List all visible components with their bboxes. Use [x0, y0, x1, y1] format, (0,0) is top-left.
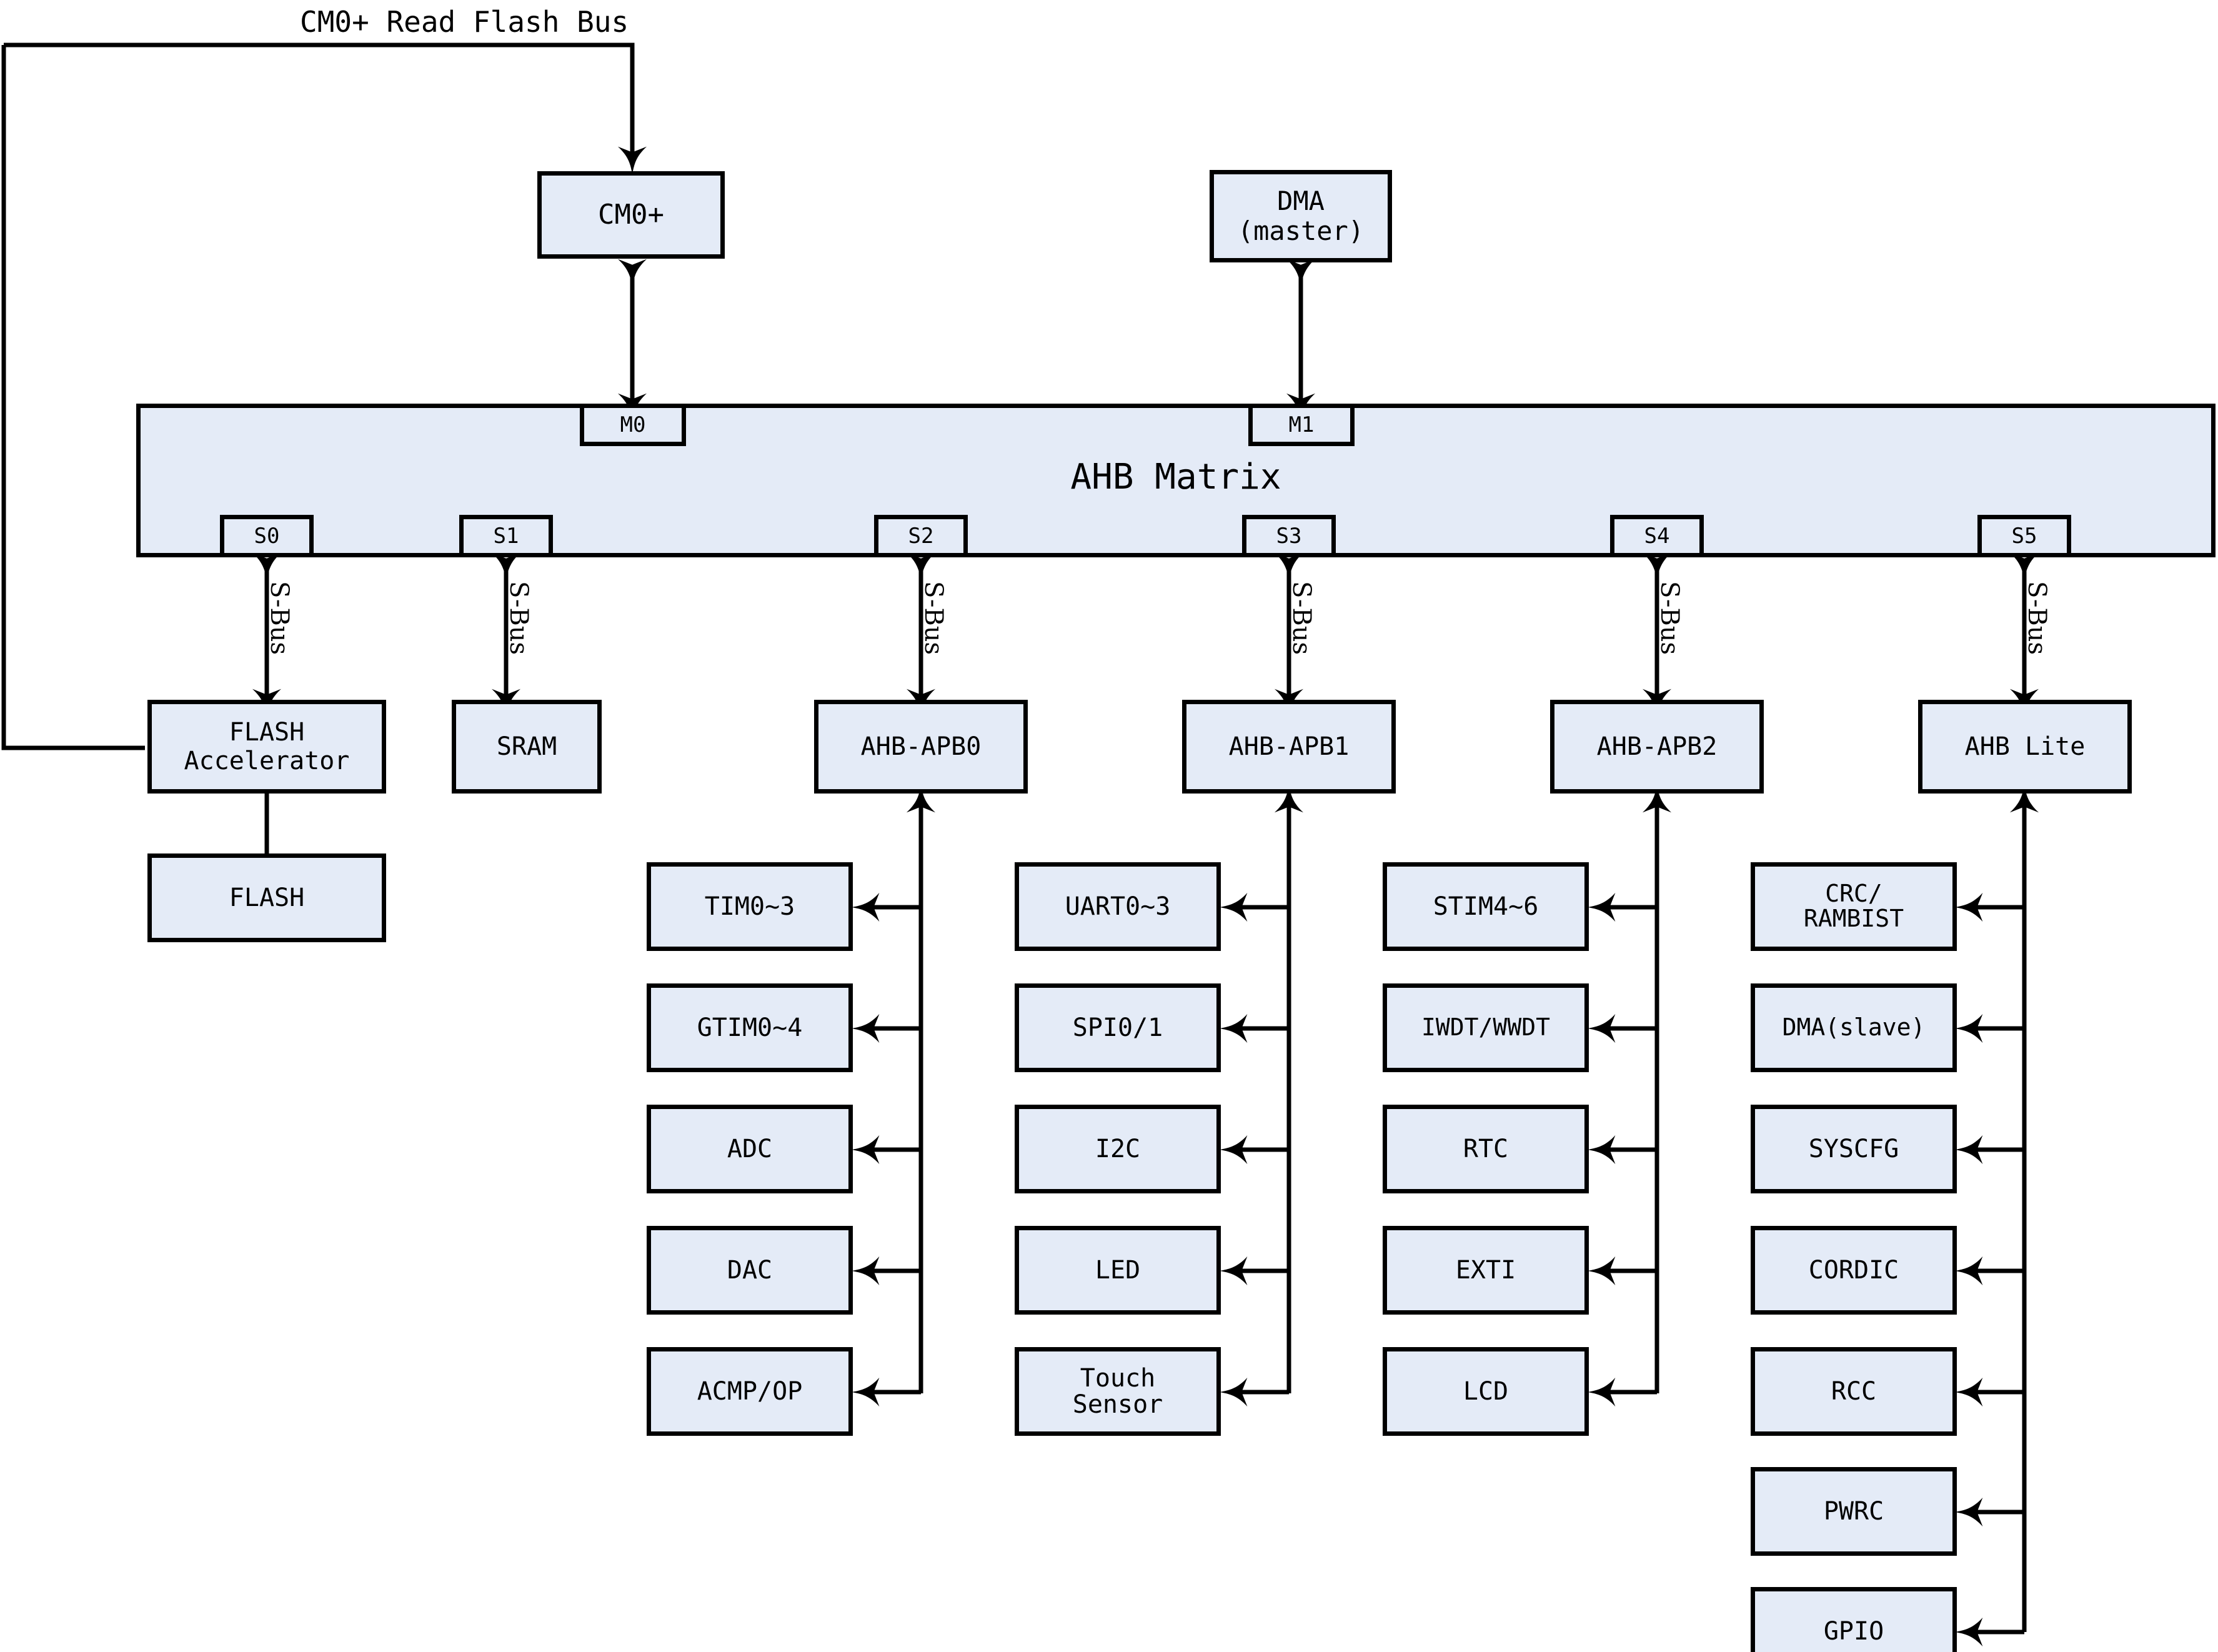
matrix-port-m0[interactable]: M0: [580, 404, 686, 446]
peripheral-tim0-3[interactable]: TIM0~3: [647, 862, 853, 951]
peripheral-adc-label: ADC: [727, 1135, 773, 1163]
peripheral-pwrc-label: PWRC: [1823, 1497, 1884, 1526]
peripheral-gpio[interactable]: GPIO: [1751, 1587, 1957, 1652]
sbus-label-s3: S-Bus: [1287, 581, 1316, 655]
peripheral-stim4-6-label: STIM4~6: [1433, 892, 1539, 921]
peripheral-crc-rambist[interactable]: CRC/ RAMBIST: [1751, 862, 1957, 951]
peripheral-adc[interactable]: ADC: [647, 1105, 853, 1193]
peripheral-stim4-6[interactable]: STIM4~6: [1383, 862, 1589, 951]
peripheral-rcc[interactable]: RCC: [1751, 1347, 1957, 1436]
cm0p-read-flash-bus-label: CM0+ Read Flash Bus: [300, 5, 629, 39]
block-ahb-lite-label: AHB Lite: [1964, 732, 2086, 761]
matrix-port-s5[interactable]: S5: [1977, 515, 2071, 557]
peripheral-lcd[interactable]: LCD: [1383, 1347, 1589, 1436]
matrix-port-s0-label: S0: [254, 524, 280, 549]
block-ahb-apb2-label: AHB-APB2: [1596, 732, 1718, 761]
peripheral-syscfg[interactable]: SYSCFG: [1751, 1105, 1957, 1193]
matrix-port-m0-label: M0: [620, 412, 646, 437]
block-ahb-apb1-label: AHB-APB1: [1228, 732, 1350, 761]
matrix-port-s0[interactable]: S0: [220, 515, 314, 557]
peripheral-i2c[interactable]: I2C: [1015, 1105, 1221, 1193]
sbus-label-s0: S-Bus: [265, 581, 294, 655]
peripheral-pwrc[interactable]: PWRC: [1751, 1467, 1957, 1556]
peripheral-uart0-3-label: UART0~3: [1065, 892, 1171, 921]
block-dma-master[interactable]: DMA (master): [1210, 170, 1392, 262]
peripheral-led-label: LED: [1095, 1256, 1141, 1285]
matrix-port-m1[interactable]: M1: [1248, 404, 1355, 446]
block-flash-label: FLASH: [229, 883, 305, 912]
block-ahb-apb2[interactable]: AHB-APB2: [1550, 700, 1764, 794]
block-flash-accelerator-label: FLASH Accelerator: [184, 718, 350, 775]
sbus-label-s5: S-Bus: [2022, 581, 2051, 655]
block-cm0plus-label: CM0+: [598, 198, 664, 231]
peripheral-led[interactable]: LED: [1015, 1226, 1221, 1315]
peripheral-exti[interactable]: EXTI: [1383, 1226, 1589, 1315]
peripheral-i2c-label: I2C: [1095, 1135, 1141, 1163]
block-ahb-apb1[interactable]: AHB-APB1: [1182, 700, 1396, 794]
peripheral-dac-label: DAC: [727, 1256, 773, 1285]
peripheral-iwdt-wwdt[interactable]: IWDT/WWDT: [1383, 983, 1589, 1072]
sbus-label-s2: S-Bus: [919, 581, 948, 655]
matrix-port-s2[interactable]: S2: [874, 515, 968, 557]
matrix-port-s4[interactable]: S4: [1610, 515, 1704, 557]
peripheral-dac[interactable]: DAC: [647, 1226, 853, 1315]
peripheral-crc-rambist-label: CRC/ RAMBIST: [1803, 880, 1904, 932]
sbus-label-s4: S-Bus: [1655, 581, 1684, 655]
peripheral-spi0-1-label: SPI0/1: [1072, 1013, 1163, 1042]
block-ahb-apb0[interactable]: AHB-APB0: [814, 700, 1028, 794]
peripheral-gpio-label: GPIO: [1823, 1617, 1884, 1646]
peripheral-gtim0-4[interactable]: GTIM0~4: [647, 983, 853, 1072]
peripheral-tim0-3-label: TIM0~3: [704, 892, 795, 921]
peripheral-cordic[interactable]: CORDIC: [1751, 1226, 1957, 1315]
block-ahb-apb0-label: AHB-APB0: [860, 732, 982, 761]
peripheral-dma-slave[interactable]: DMA(slave): [1751, 983, 1957, 1072]
peripheral-touch-sensor[interactable]: Touch Sensor: [1015, 1347, 1221, 1436]
peripheral-iwdt-wwdt-label: IWDT/WWDT: [1421, 1013, 1550, 1042]
matrix-port-s3[interactable]: S3: [1242, 515, 1336, 557]
peripheral-rtc-label: RTC: [1463, 1135, 1509, 1163]
block-ahb-lite[interactable]: AHB Lite: [1918, 700, 2132, 794]
peripheral-dma-slave-label: DMA(slave): [1782, 1013, 1926, 1042]
matrix-port-m1-label: M1: [1288, 412, 1315, 437]
peripheral-rcc-label: RCC: [1831, 1377, 1877, 1406]
peripheral-cordic-label: CORDIC: [1808, 1256, 1899, 1285]
matrix-port-s3-label: S3: [1276, 524, 1302, 549]
peripheral-lcd-label: LCD: [1463, 1377, 1509, 1406]
matrix-port-s4-label: S4: [1644, 524, 1670, 549]
peripheral-uart0-3[interactable]: UART0~3: [1015, 862, 1221, 951]
peripheral-acmp-op[interactable]: ACMP/OP: [647, 1347, 853, 1436]
block-dma-master-label: DMA (master): [1237, 185, 1365, 246]
matrix-port-s1-label: S1: [493, 524, 519, 549]
sbus-label-s1: S-Bus: [504, 581, 533, 655]
ahb-matrix-label: AHB Matrix: [1070, 457, 1281, 497]
peripheral-spi0-1[interactable]: SPI0/1: [1015, 983, 1221, 1072]
peripheral-touch-sensor-label: Touch Sensor: [1072, 1364, 1163, 1419]
block-flash[interactable]: FLASH: [147, 853, 386, 942]
peripheral-gtim0-4-label: GTIM0~4: [697, 1013, 803, 1042]
peripheral-syscfg-label: SYSCFG: [1808, 1135, 1899, 1163]
peripheral-acmp-op-label: ACMP/OP: [697, 1377, 803, 1406]
block-sram[interactable]: SRAM: [452, 700, 602, 794]
matrix-port-s1[interactable]: S1: [459, 515, 553, 557]
block-cm0plus[interactable]: CM0+: [537, 171, 725, 259]
block-sram-label: SRAM: [496, 732, 557, 761]
matrix-port-s2-label: S2: [908, 524, 934, 549]
matrix-port-s5-label: S5: [2011, 524, 2037, 549]
peripheral-exti-label: EXTI: [1455, 1256, 1516, 1285]
block-flash-accelerator[interactable]: FLASH Accelerator: [147, 700, 386, 794]
ahb-matrix[interactable]: AHB Matrix: [136, 404, 2216, 557]
peripheral-rtc[interactable]: RTC: [1383, 1105, 1589, 1193]
